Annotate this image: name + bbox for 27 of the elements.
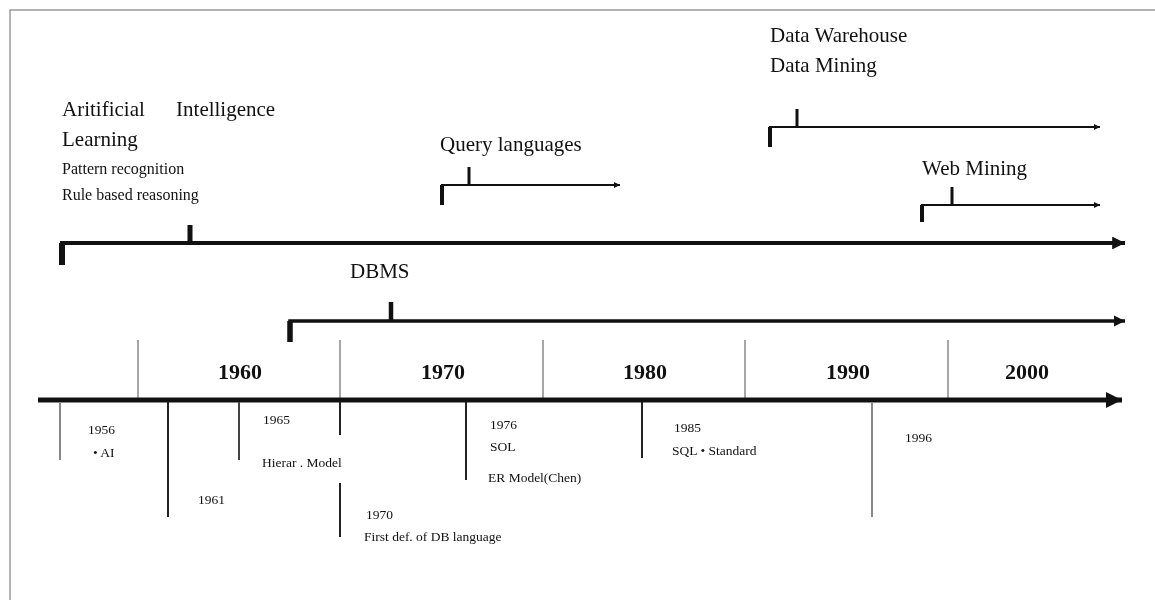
event-label: • AI [93,446,115,461]
event-label: Hierar . Model [262,456,342,471]
year-label: 1956 [88,423,115,438]
year-label: 1970 [366,508,393,523]
decade-label: 1960 [218,360,262,385]
decade-label: 1970 [421,360,465,385]
topic-label: Rule based reasoning [62,186,199,204]
year-label: 1965 [263,413,290,428]
decade-label: 1990 [826,360,870,385]
topic-label: Data Warehouse [770,24,908,48]
topic-label: Data Mining [770,54,877,78]
topic-label: Web Mining [922,157,1028,181]
event-label: ER Model(Chen) [488,471,582,486]
topic-label: Learning [62,128,138,152]
topic-label: DBMS [350,260,410,284]
topic-label: Query languages [440,133,582,157]
event-label: SQL • Standard [672,444,757,459]
year-label: 1985 [674,421,701,436]
year-label: 1996 [905,431,932,446]
topic-label: Pattern recognition [62,160,185,178]
year-label: 1961 [198,493,225,508]
topic-label: Aritificial Intelligence [62,98,276,122]
event-label: SOL [490,440,516,455]
decade-label: 2000 [1005,360,1049,385]
year-label: 1976 [490,418,517,433]
decade-label: 1980 [623,360,667,385]
event-label: First def. of DB language [364,530,502,545]
